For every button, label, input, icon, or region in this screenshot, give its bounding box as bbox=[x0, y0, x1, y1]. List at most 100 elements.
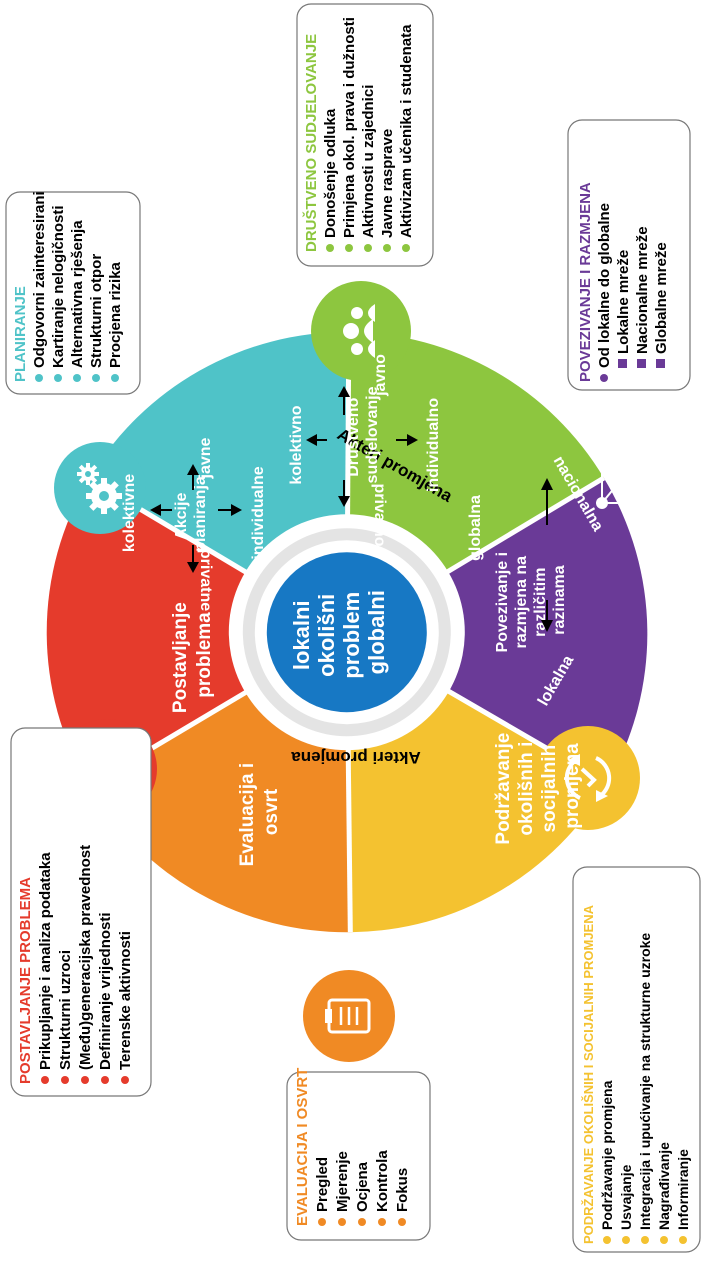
planning-list-item: Kartiranje nelogičnosti bbox=[50, 205, 67, 368]
support-bullet-icon bbox=[622, 1236, 630, 1244]
problem-bullet-icon bbox=[61, 1076, 69, 1084]
participation-box-title: DRUŠTVENO SUDJELOVANJE bbox=[302, 34, 320, 252]
planning-label-collective: kolektivne bbox=[121, 474, 138, 552]
center-line4: globalni bbox=[364, 590, 389, 674]
problem-list-item: Strukturni uzroci bbox=[57, 950, 74, 1070]
center-label: lokalni okolišni problem globalni bbox=[289, 586, 389, 679]
people-group-icon[interactable] bbox=[311, 281, 411, 381]
evaluation-list-item: Pregled bbox=[314, 1157, 331, 1212]
segment-networking-label: Povezivanje i razmjena na različitim raz… bbox=[494, 548, 568, 653]
evaluation-list-item: Mjerenje bbox=[334, 1151, 351, 1212]
participation-bullet-icon bbox=[402, 244, 410, 252]
participation-bullet-icon bbox=[326, 244, 334, 252]
svg-text:Akcije planiranja: Akcije planiranja bbox=[173, 476, 209, 552]
participation-list-item: Javne rasprave bbox=[379, 129, 396, 238]
svg-text:Povezivanje i razmjena n: Povezivanje i razmjena na različitim raz… bbox=[494, 548, 568, 653]
problem-list-item: (Među)generacijska pravednost bbox=[77, 845, 94, 1070]
planning-bullet-icon bbox=[92, 374, 100, 382]
segment-problem-label: Postavljanje problema bbox=[170, 597, 215, 713]
support-line2: okolišnih i bbox=[516, 742, 537, 836]
problem-info-box bbox=[10, 727, 152, 1097]
support-bullet-icon bbox=[679, 1236, 687, 1244]
networking-bullet-icon bbox=[600, 374, 608, 382]
problem-bullet-icon bbox=[101, 1076, 109, 1084]
segment-problem[interactable] bbox=[46, 478, 347, 786]
networking-list-item: Od lokalne do globalne bbox=[596, 203, 613, 368]
refresh-check-icon[interactable] bbox=[536, 726, 640, 830]
evaluation-bullet-icon bbox=[378, 1218, 386, 1226]
support-list-item: Integracija i upućivanje na strukturne u… bbox=[637, 933, 653, 1230]
support-list-item: Nagrađivanje bbox=[656, 1142, 672, 1230]
planning-line2: planiranja bbox=[192, 476, 209, 552]
evaluation-bullet-icon bbox=[398, 1218, 406, 1226]
problem-bullet-icon bbox=[41, 1076, 49, 1084]
svg-text:lokalni okolišni p: lokalni okolišni problem globalni bbox=[289, 586, 389, 679]
svg-text:Postavljanje problema: Postavljanje problema bbox=[170, 597, 215, 713]
svg-text:Podržavanje okolišnih i: Podržavanje okolišnih i socijalnih promj… bbox=[493, 727, 583, 844]
networking-box-content: POVEZIVANJE I RAZMJENA Od lokalne do glo… bbox=[577, 182, 670, 382]
evaluation-line2: osvrt bbox=[261, 788, 282, 835]
planning-list-item: Procjena rizika bbox=[107, 261, 124, 368]
support-info-box bbox=[572, 866, 701, 1253]
networking-square-bullet-icon bbox=[618, 359, 627, 368]
networking-line4: razinama bbox=[551, 565, 568, 634]
support-box-title: PODRŽAVANJE OKOLIŠNIH I SOCIJALNIH PROMJ… bbox=[581, 904, 596, 1244]
planning-bullet-icon bbox=[54, 374, 62, 382]
planning-label-public: javne bbox=[197, 437, 214, 479]
support-line3: socijalnih bbox=[539, 745, 560, 833]
ring-label-bottom: Akteri promjena bbox=[291, 748, 421, 767]
evaluation-list-item: Fokus bbox=[394, 1168, 411, 1212]
problem-list-item: Prikupljanje i analiza podataka bbox=[37, 852, 54, 1070]
evaluation-list-item: Ocjena bbox=[354, 1161, 371, 1212]
networking-sublist-item: Lokalne mreže bbox=[615, 250, 632, 354]
planning-list-item: Alternativna rješenja bbox=[69, 220, 86, 368]
participation-line1: Društveno bbox=[345, 397, 362, 476]
problem-box-content: POSTAVLJANJE PROBLEMA Prikupljanje i ana… bbox=[17, 845, 134, 1084]
planning-line1: Akcije bbox=[173, 493, 190, 540]
segment-networking[interactable] bbox=[346, 477, 648, 784]
networking-label-global: globalna bbox=[467, 495, 484, 561]
planning-box-title: PLANIRANJE bbox=[12, 286, 29, 382]
participation-list-item: Primjena okol. prava i dužnosti bbox=[341, 17, 358, 238]
segment-participation-label: Društveno sudjelovanje bbox=[345, 386, 381, 483]
networking-square-bullet-icon bbox=[656, 359, 665, 368]
participation-label-private: privatno bbox=[371, 483, 388, 546]
planning-bullet-icon bbox=[35, 374, 43, 382]
center-line3: problem bbox=[339, 592, 364, 679]
participation-bullet-icon bbox=[345, 244, 353, 252]
participation-label-individual: individualno bbox=[425, 398, 442, 492]
svg-text:Evaluacija i osvrt: Evaluacija i osvrt bbox=[237, 758, 282, 867]
support-list-item: Informiranje bbox=[675, 1149, 691, 1230]
gears-icon[interactable] bbox=[54, 442, 146, 534]
clipboard-checklist-icon[interactable] bbox=[303, 970, 395, 1062]
networking-sublist-item: Nacionalne mreže bbox=[634, 226, 651, 354]
problem-line2: problema bbox=[194, 612, 215, 698]
participation-list-item: Donošenje odluka bbox=[322, 108, 339, 238]
participation-bullet-icon bbox=[383, 244, 391, 252]
network-icon[interactable] bbox=[596, 453, 644, 509]
planning-bullet-icon bbox=[111, 374, 119, 382]
problem-list-item: Terenske aktivnosti bbox=[117, 931, 134, 1070]
participation-list-item: Aktivizam učenika i studenata bbox=[398, 24, 415, 238]
evaluation-bullet-icon bbox=[318, 1218, 326, 1226]
networking-box-title: POVEZIVANJE I RAZMJENA bbox=[577, 182, 594, 382]
participation-bullet-icon bbox=[364, 244, 372, 252]
evaluation-list-item: Kontrola bbox=[374, 1150, 391, 1212]
participation-line2: sudjelovanje bbox=[364, 386, 381, 483]
support-line1: Podržavanje bbox=[493, 733, 514, 845]
segment-support-label: Podržavanje okolišnih i socijalnih promj… bbox=[493, 727, 583, 845]
center-circle[interactable] bbox=[266, 552, 427, 713]
support-line4: promjena bbox=[562, 743, 583, 829]
center-line2: okolišni bbox=[314, 594, 339, 677]
problem-list-item: Definiranje vrijednosti bbox=[97, 912, 114, 1070]
problem-bullet-icon bbox=[121, 1076, 129, 1084]
participation-label-collective: kolektivno bbox=[288, 405, 305, 484]
evaluation-bullet-icon bbox=[338, 1218, 346, 1226]
support-bullet-icon bbox=[641, 1236, 649, 1244]
networking-line1: Povezivanje i bbox=[494, 552, 511, 653]
segment-evaluation-label: Evaluacija i osvrt bbox=[237, 758, 282, 867]
evaluation-info-box bbox=[286, 1071, 431, 1241]
planning-label-individual: individualne bbox=[250, 466, 267, 559]
